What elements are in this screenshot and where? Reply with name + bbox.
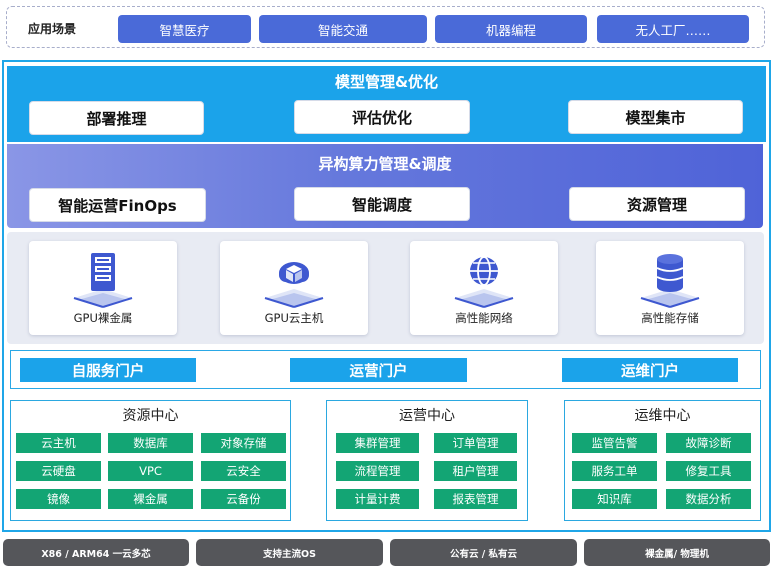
resource-item[interactable]: 云硬盘 bbox=[16, 461, 101, 481]
infra-label: 高性能存储 bbox=[641, 311, 699, 325]
infra-label: 高性能网络 bbox=[455, 311, 513, 325]
model-market-button[interactable]: 模型集市 bbox=[568, 100, 743, 134]
database-icon bbox=[640, 254, 700, 308]
operations-portal[interactable]: 运营门户 bbox=[290, 358, 467, 382]
resource-management-button[interactable]: 资源管理 bbox=[569, 187, 745, 221]
smart-scheduling-button[interactable]: 智能调度 bbox=[294, 187, 470, 221]
maintenance-item[interactable]: 数据分析 bbox=[666, 489, 751, 509]
resource-item[interactable]: 云主机 bbox=[16, 433, 101, 453]
infra-card-high-perf-storage[interactable]: 高性能存储 bbox=[596, 241, 744, 335]
operations-item[interactable]: 计量计费 bbox=[336, 489, 419, 509]
maintenance-item[interactable]: 修复工具 bbox=[666, 461, 751, 481]
evaluate-optimize-button[interactable]: 评估优化 bbox=[294, 100, 470, 134]
center-title: 资源中心 bbox=[122, 408, 179, 424]
infra-card-gpu-bare-metal[interactable]: GPU裸金属 bbox=[29, 241, 177, 335]
center-title: 运维中心 bbox=[634, 408, 691, 424]
maintenance-item[interactable]: 服务工单 bbox=[572, 461, 657, 481]
bottom-mainstream-os[interactable]: 支持主流OS bbox=[196, 539, 383, 566]
operations-item[interactable]: 报表管理 bbox=[434, 489, 517, 509]
resource-item[interactable]: 裸金属 bbox=[108, 489, 193, 509]
operations-item[interactable]: 集群管理 bbox=[336, 433, 419, 453]
model-layer-title: 模型管理&优化 bbox=[334, 73, 439, 91]
infra-label: GPU裸金属 bbox=[73, 311, 133, 325]
infra-label: GPU云主机 bbox=[264, 311, 324, 325]
scenario-smart-traffic[interactable]: 智能交通 bbox=[259, 15, 427, 43]
infra-card-gpu-cloud-host[interactable]: GPU云主机 bbox=[220, 241, 368, 335]
bottom-x86-arm64[interactable]: X86 / ARM64 一云多芯 bbox=[3, 539, 189, 566]
maintenance-item[interactable]: 故障诊断 bbox=[666, 433, 751, 453]
resource-item[interactable]: 镜像 bbox=[16, 489, 101, 509]
finops-button[interactable]: 智能运营FinOps bbox=[29, 188, 206, 222]
resource-item[interactable]: 云安全 bbox=[201, 461, 286, 481]
compute-layer-title: 异构算力管理&调度 bbox=[318, 155, 452, 173]
globe-network-icon bbox=[454, 256, 514, 308]
maintenance-item[interactable]: 知识库 bbox=[572, 489, 657, 509]
resource-item[interactable]: 对象存储 bbox=[201, 433, 286, 453]
resource-item[interactable]: 数据库 bbox=[108, 433, 193, 453]
maintenance-item[interactable]: 监管告警 bbox=[572, 433, 657, 453]
deploy-inference-button[interactable]: 部署推理 bbox=[29, 101, 204, 135]
resource-item[interactable]: VPC bbox=[108, 461, 193, 481]
scenario-machine-programming[interactable]: 机器编程 bbox=[435, 15, 587, 43]
bottom-public-private-cloud[interactable]: 公有云 / 私有云 bbox=[390, 539, 577, 566]
self-service-portal[interactable]: 自服务门户 bbox=[20, 358, 196, 382]
operations-item[interactable]: 租户管理 bbox=[434, 461, 517, 481]
scenarios-label: 应用场景 bbox=[28, 22, 77, 36]
operations-item[interactable]: 订单管理 bbox=[434, 433, 517, 453]
maintenance-portal[interactable]: 运维门户 bbox=[562, 358, 738, 382]
scenario-smart-healthcare[interactable]: 智慧医疗 bbox=[118, 15, 251, 43]
operations-item[interactable]: 流程管理 bbox=[336, 461, 419, 481]
infra-card-high-perf-network[interactable]: 高性能网络 bbox=[410, 241, 558, 335]
cloud-host-icon bbox=[264, 262, 324, 308]
resource-item[interactable]: 云备份 bbox=[201, 489, 286, 509]
bottom-bare-metal-physical[interactable]: 裸金属/ 物理机 bbox=[584, 539, 770, 566]
server-rack-icon bbox=[73, 253, 133, 308]
scenario-unmanned-factory[interactable]: 无人工厂…… bbox=[597, 15, 749, 43]
center-title: 运营中心 bbox=[399, 408, 455, 424]
